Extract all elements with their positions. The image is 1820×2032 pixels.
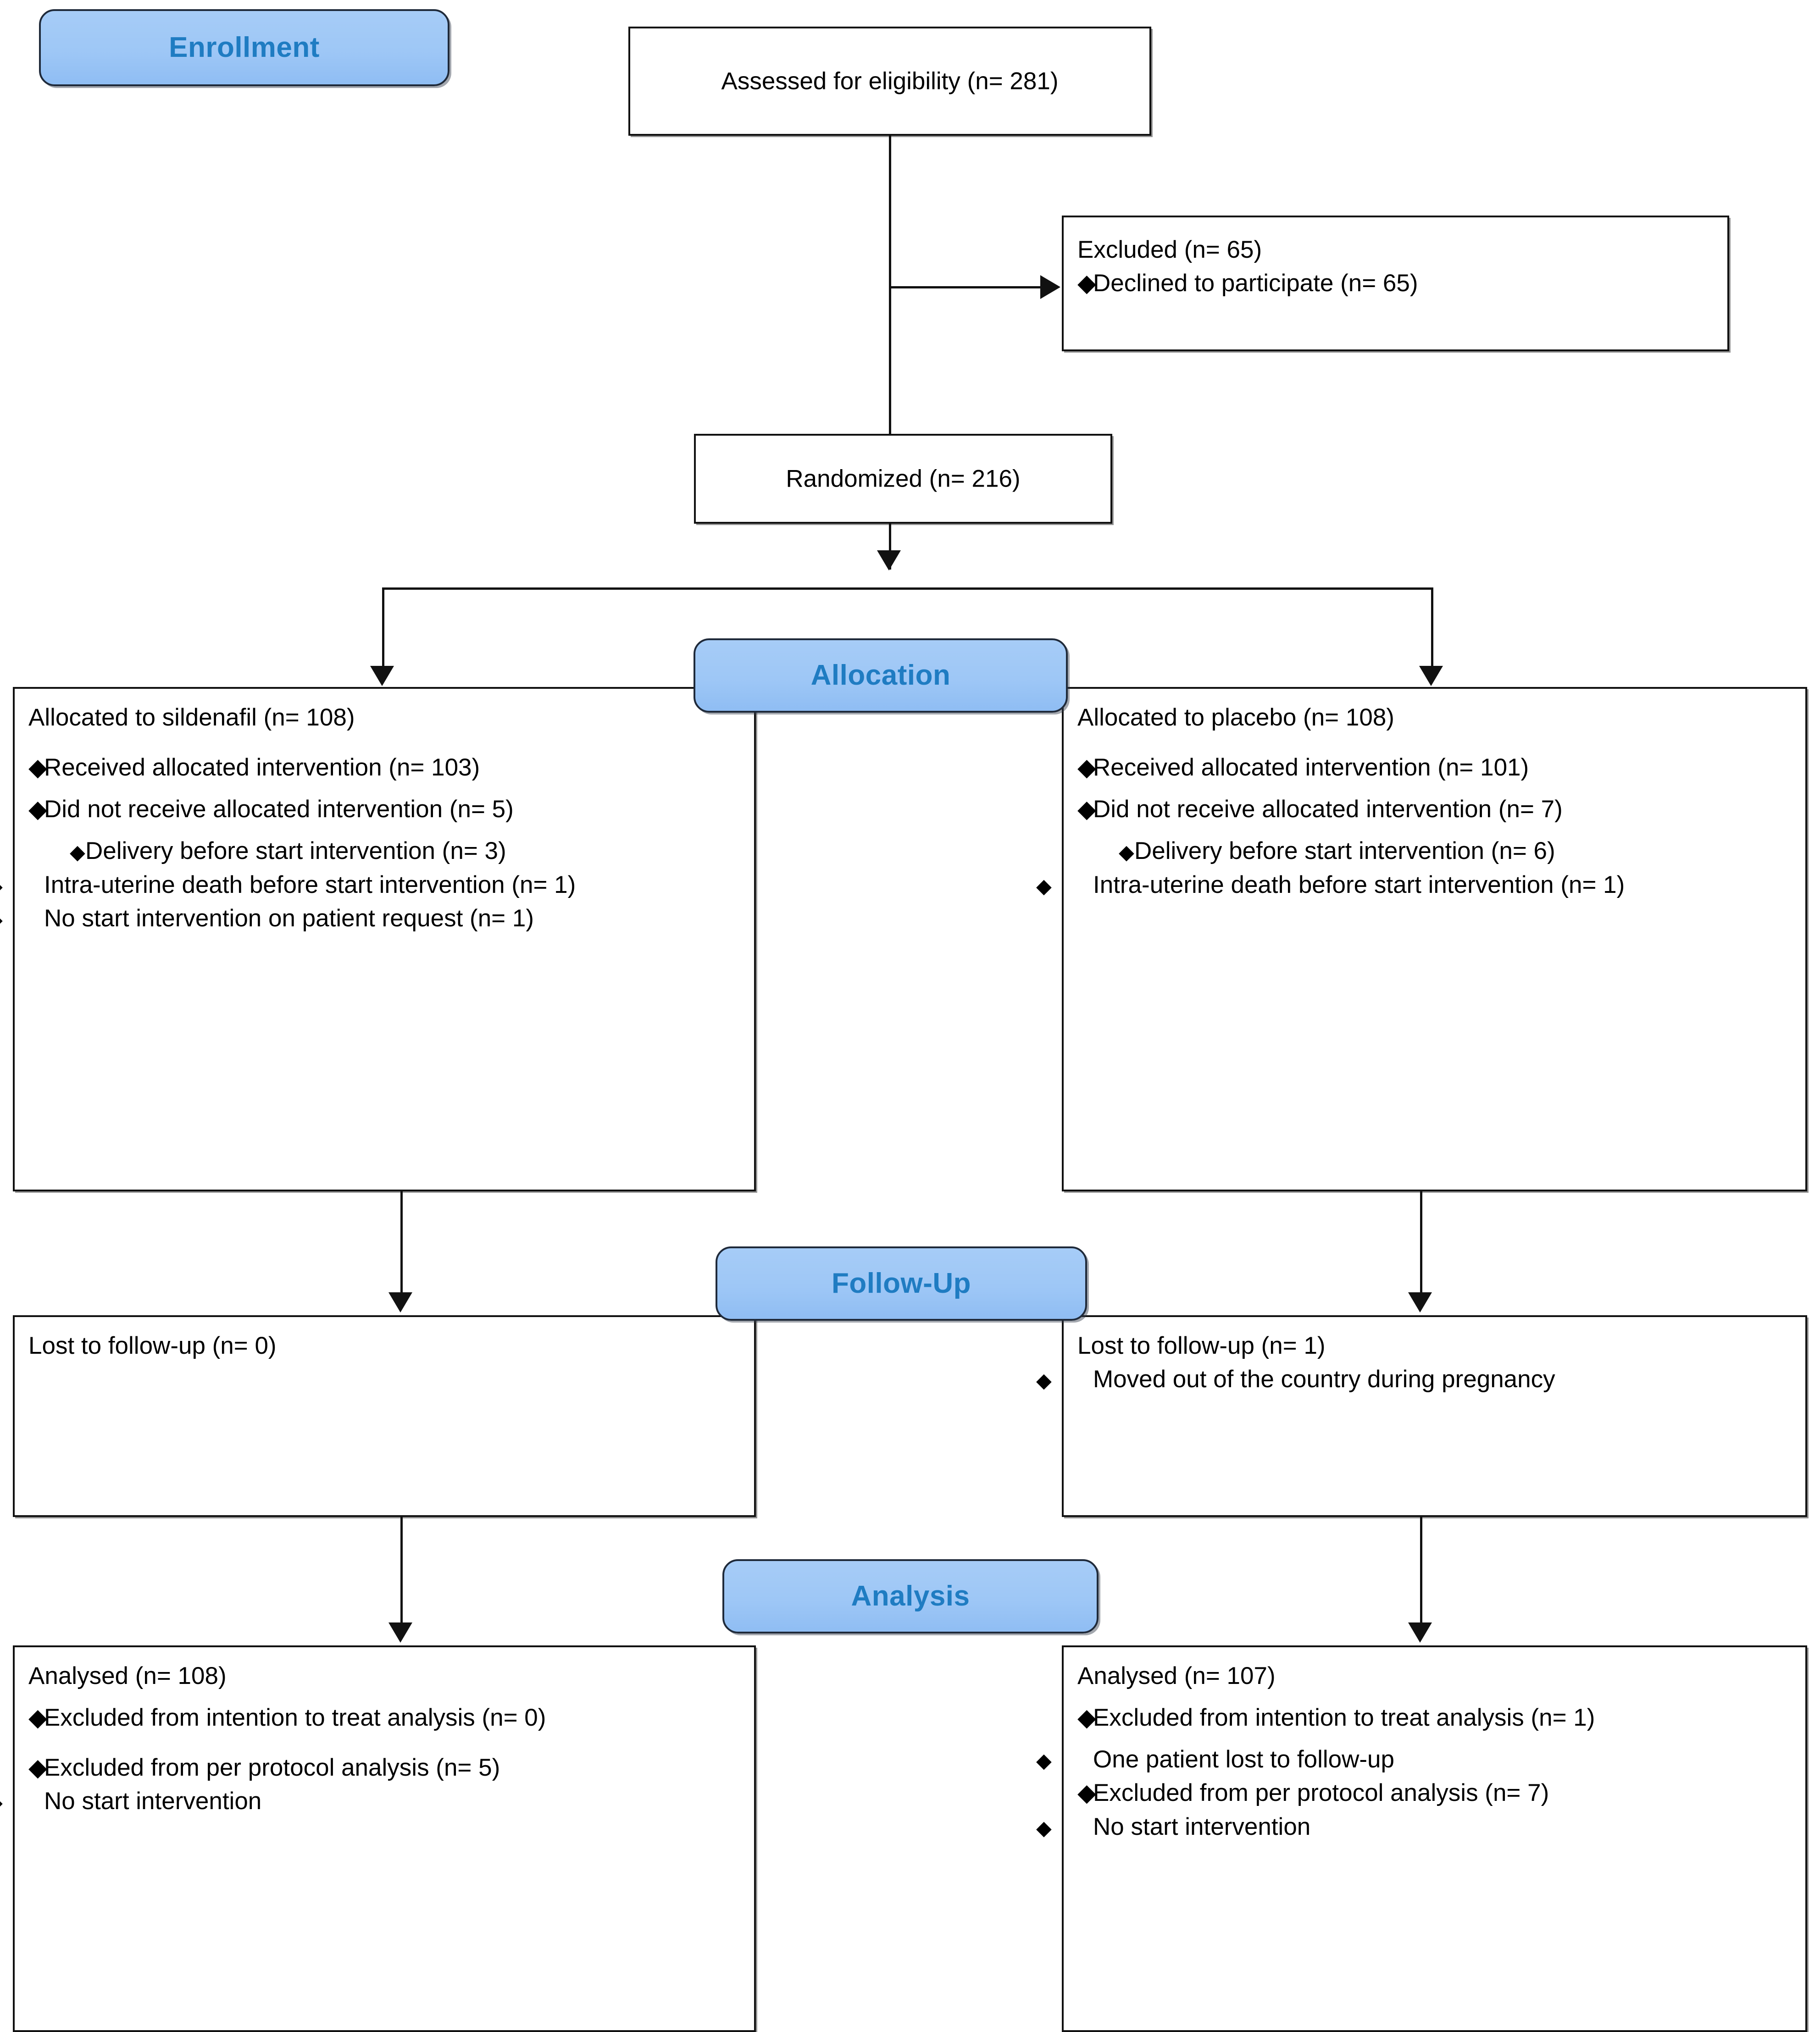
analysis-left-box: Analysed (n= 108) ◆Excluded from intenti… (0, 1645, 756, 2032)
connector-alloc-left-to-followup (400, 1191, 403, 1297)
diamond-bullet-icon: ◆ (28, 796, 47, 823)
allocation-right-item-3: ◆ Intra-uterine death before start interv… (1036, 868, 1792, 902)
stage-banner-allocation: Allocation (694, 638, 1068, 713)
followup-left-title: Lost to follow-up (n= 0) (28, 1332, 277, 1359)
stage-banner-followup-label: Follow-Up (831, 1268, 971, 1299)
connector-alloc-right-to-followup (1420, 1191, 1422, 1297)
allocation-left-item-1: ◆Did not receive allocated intervention … (28, 792, 740, 826)
connector-followup-left-to-analysis (400, 1517, 403, 1627)
followup-right-box: Lost to follow-up (n= 1) ◆ Moved out of t… (1036, 1315, 1807, 1517)
analysis-left-item-1: ◆Excluded from per protocol analysis (n=… (28, 1751, 740, 1784)
diamond-bullet-icon: ◆ (1077, 754, 1096, 781)
allocation-left-item-4: ◆No start intervention on patient reques… (0, 902, 740, 935)
analysis-right-item-1: ◆ One patient lost to follow-up (1036, 1743, 1792, 1776)
stage-banner-enrollment: Enrollment (39, 9, 449, 86)
allocation-right-item-2-label: Delivery before start intervention (n= 6… (1134, 837, 1555, 865)
diamond-bullet-icon: ◆ (28, 754, 47, 781)
analysis-right-item-3: ◆ No start intervention (1036, 1810, 1792, 1844)
diamond-bullet-icon: ◆ (1077, 1704, 1096, 1732)
allocation-right-item-0: ◆Received allocated intervention (n= 101… (1077, 751, 1792, 784)
allocation-left-item-0-label: Received allocated intervention (n= 103) (44, 754, 480, 781)
diamond-bullet-icon: ◆ (1077, 270, 1096, 297)
analysis-right-item-2: ◆Excluded from per protocol analysis (n=… (1077, 1776, 1792, 1810)
analysis-right-box: Analysed (n= 107) ◆Excluded from intenti… (1036, 1645, 1807, 2032)
diamond-bullet-icon: ◆ (1077, 1779, 1096, 1807)
followup-right-item-0: ◆ Moved out of the country during pregnan… (1036, 1362, 1792, 1396)
diamond-bullet-icon: ◆ (70, 841, 85, 864)
arrowhead-followup-left (388, 1292, 412, 1312)
diamond-bullet-icon: ◆ (1036, 1750, 1052, 1772)
allocation-right-item-1: ◆Did not receive allocated intervention … (1077, 792, 1792, 826)
analysis-left-item-0-label: Excluded from intention to treat analysi… (44, 1704, 546, 1732)
excluded-box: Excluded (n= 65) ◆Declined to participat… (1062, 216, 1729, 351)
assessed-for-eligibility-text: Assessed for eligibility (n= 281) (721, 67, 1059, 95)
allocation-left-title: Allocated to sildenafil (n= 108) (28, 704, 355, 731)
allocation-right-item-2: ◆Delivery before start intervention (n= … (1119, 834, 1792, 868)
arrowhead-alloc-left (370, 666, 394, 686)
diamond-bullet-icon: ◆ (28, 1754, 47, 1782)
stage-banner-analysis-label: Analysis (851, 1580, 970, 1612)
arrowhead-alloc-right (1419, 666, 1443, 686)
diamond-bullet-icon: ◆ (1119, 841, 1134, 864)
excluded-item-label: Declined to participate (n= 65) (1093, 270, 1418, 297)
analysis-right-item-1-label: One patient lost to follow-up (1093, 1746, 1394, 1773)
allocation-right-item-3-label: Intra-uterine death before start interve… (1093, 871, 1625, 898)
connector-to-excluded (889, 286, 1040, 288)
followup-right-title: Lost to follow-up (n= 1) (1077, 1332, 1326, 1359)
excluded-item: ◆Declined to participate (n= 65) (1077, 266, 1714, 300)
connector-split-bar (382, 587, 1433, 590)
stage-banner-enrollment-label: Enrollment (169, 32, 320, 63)
allocation-left-item-4-label: No start intervention on patient request… (44, 904, 534, 932)
diamond-bullet-icon: ◆ (28, 1704, 47, 1732)
stage-banner-analysis: Analysis (722, 1559, 1099, 1633)
excluded-title: Excluded (n= 65) (1077, 236, 1262, 263)
arrowhead-randomized-split (877, 550, 901, 570)
allocation-left-box: Allocated to sildenafil (n= 108) ◆Receiv… (0, 687, 756, 1191)
connector-randomized-down (889, 524, 891, 570)
analysis-right-title: Analysed (n= 107) (1077, 1662, 1276, 1689)
connector-eligibility-down (889, 136, 891, 287)
allocation-left-item-3-label: Intra-uterine death before start interve… (44, 871, 576, 898)
arrowhead-analysis-left (388, 1622, 412, 1643)
allocation-right-title: Allocated to placebo (n= 108) (1077, 704, 1394, 731)
diamond-bullet-icon: ◆ (1036, 1816, 1052, 1839)
analysis-left-title: Analysed (n= 108) (28, 1662, 227, 1689)
diamond-bullet-icon: ◆ (1077, 796, 1096, 823)
connector-split-right (1431, 587, 1433, 670)
analysis-right-item-3-label: No start intervention (1093, 1813, 1311, 1840)
assessed-for-eligibility-box: Assessed for eligibility (n= 281) (628, 27, 1151, 136)
analysis-right-item-0: ◆Excluded from intention to treat analys… (1077, 1701, 1792, 1734)
randomized-box: Randomized (n= 216) (694, 434, 1112, 524)
analysis-right-item-2-label: Excluded from per protocol analysis (n= … (1093, 1779, 1549, 1807)
diamond-bullet-icon: ◆ (0, 1789, 44, 1817)
analysis-right-item-0-label: Excluded from intention to treat analysi… (1093, 1704, 1595, 1732)
arrowhead-followup-right (1408, 1292, 1432, 1312)
stage-banner-followup: Follow-Up (716, 1246, 1087, 1321)
followup-right-item-0-label: Moved out of the country during pregnanc… (1093, 1366, 1555, 1393)
allocation-left-item-3: ◆Intra-uterine death before start interv… (0, 868, 740, 902)
followup-left-box: Lost to follow-up (n= 0) (13, 1315, 756, 1517)
connector-split-left (382, 587, 384, 670)
arrowhead-analysis-right (1408, 1622, 1432, 1643)
allocation-left-item-2-label: Delivery before start intervention (n= 3… (85, 837, 506, 865)
analysis-left-item-2-label: No start intervention (44, 1788, 262, 1815)
stage-banner-allocation-label: Allocation (810, 659, 951, 691)
analysis-left-item-2: ◆No start intervention (0, 1784, 740, 1818)
allocation-right-item-0-label: Received allocated intervention (n= 101) (1093, 754, 1529, 781)
connector-followup-right-to-analysis (1420, 1517, 1422, 1627)
randomized-text: Randomized (n= 216) (786, 465, 1021, 493)
allocation-left-item-1-label: Did not receive allocated intervention (… (44, 796, 514, 823)
analysis-left-item-1-label: Excluded from per protocol analysis (n= … (44, 1754, 500, 1782)
allocation-right-box: Allocated to placebo (n= 108) ◆Received … (1036, 687, 1807, 1191)
arrowhead-to-excluded (1040, 275, 1060, 299)
allocation-left-item-2: ◆Delivery before start intervention (n= … (70, 834, 740, 868)
diamond-bullet-icon: ◆ (1036, 875, 1052, 897)
diamond-bullet-icon: ◆ (1036, 1369, 1052, 1392)
diamond-bullet-icon: ◆ (0, 906, 44, 934)
allocation-left-item-0: ◆Received allocated intervention (n= 103… (28, 751, 740, 784)
diamond-bullet-icon: ◆ (0, 873, 44, 901)
analysis-left-item-0: ◆Excluded from intention to treat analys… (28, 1701, 740, 1734)
connector-to-randomized (889, 286, 891, 434)
allocation-right-item-1-label: Did not receive allocated intervention (… (1093, 796, 1563, 823)
